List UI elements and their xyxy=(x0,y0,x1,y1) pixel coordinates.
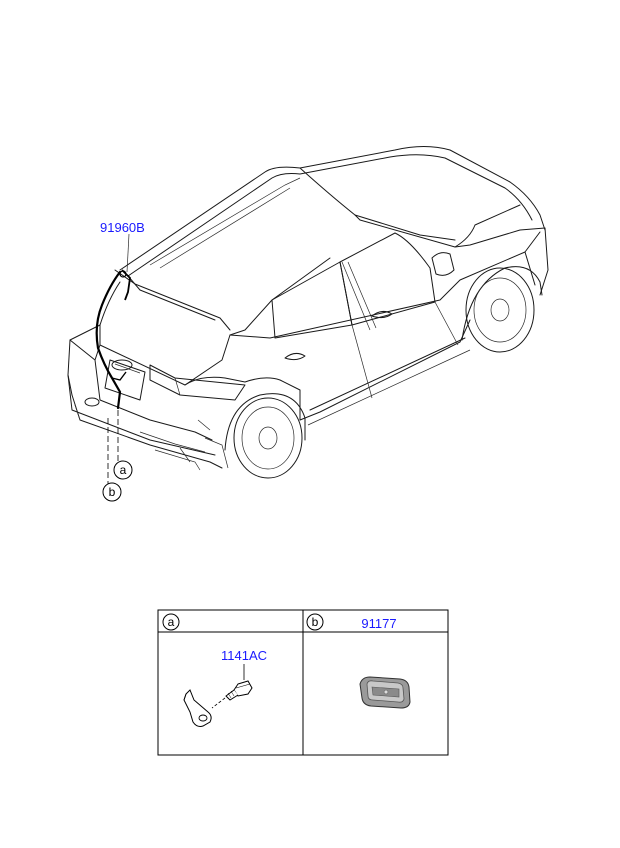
callout-a[interactable]: a xyxy=(113,460,133,480)
harness-leader-line xyxy=(126,233,130,273)
detail-cell-b-header: b 91177 xyxy=(306,613,397,631)
detail-table: a b 91177 1141AC xyxy=(157,609,449,756)
detail-cell-b-letter: b xyxy=(312,615,319,629)
part-number-1141ac[interactable]: 1141AC xyxy=(221,648,267,663)
callout-a-letter: a xyxy=(120,463,127,477)
ground-bolt-icon xyxy=(225,680,253,701)
ground-terminal-icon xyxy=(183,689,212,727)
callout-b-letter: b xyxy=(109,485,116,499)
vehicle-illustration xyxy=(67,146,549,479)
part-number-91960b[interactable]: 91960B xyxy=(100,220,145,235)
callout-b[interactable]: b xyxy=(102,482,122,502)
part-number-91177[interactable]: 91177 xyxy=(361,616,396,631)
detail-cell-a-letter: a xyxy=(168,615,175,629)
detail-cell-a-header: a xyxy=(162,613,180,631)
bolt-to-terminal-dashed-line xyxy=(211,697,226,709)
tailgate-wiring-harness xyxy=(95,269,131,410)
grommet-icon xyxy=(359,676,411,709)
